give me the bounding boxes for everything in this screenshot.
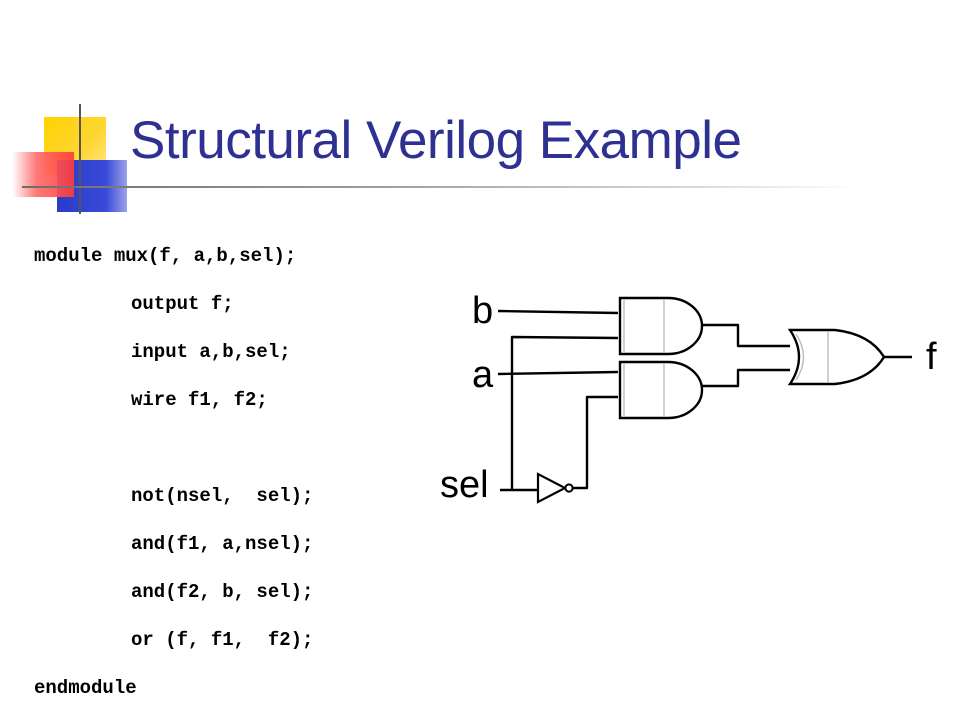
and-gate-upper — [618, 296, 704, 356]
code-line: or (f, f1, f2); — [131, 629, 314, 651]
slide-title: Structural Verilog Example — [130, 111, 742, 170]
verilog-code: module mux(f, a,b,sel); output f; input … — [34, 232, 454, 712]
code-line: and(f1, a,nsel); — [131, 533, 314, 555]
decor-red-block — [12, 152, 74, 197]
code-line: wire f1, f2; — [131, 389, 268, 411]
title-underline — [22, 186, 862, 188]
code-line: output f; — [131, 293, 234, 315]
not-gate — [536, 472, 574, 504]
decor-vertical-line — [79, 104, 81, 214]
wire-f1 — [702, 323, 790, 348]
or-gate — [787, 328, 886, 386]
code-line: and(f2, b, sel); — [131, 581, 314, 603]
code-line: endmodule — [34, 677, 137, 699]
and-gate-lower — [618, 360, 704, 420]
label-sel: sel — [440, 464, 489, 506]
code-line: not(nsel, sel); — [131, 485, 314, 507]
wire-a — [497, 370, 619, 376]
mux-circuit-diagram: b a sel f — [440, 290, 937, 506]
code-line: module mux(f, a,b,sel); — [34, 245, 297, 267]
label-f: f — [926, 336, 937, 378]
label-a: a — [472, 354, 494, 396]
wire-b — [497, 309, 619, 315]
wire-sel — [500, 335, 619, 492]
wire-nsel — [572, 395, 618, 490]
wire-f2 — [702, 368, 790, 388]
code-line-blank — [34, 424, 454, 472]
label-b: b — [472, 290, 493, 332]
code-line: input a,b,sel; — [131, 341, 291, 363]
